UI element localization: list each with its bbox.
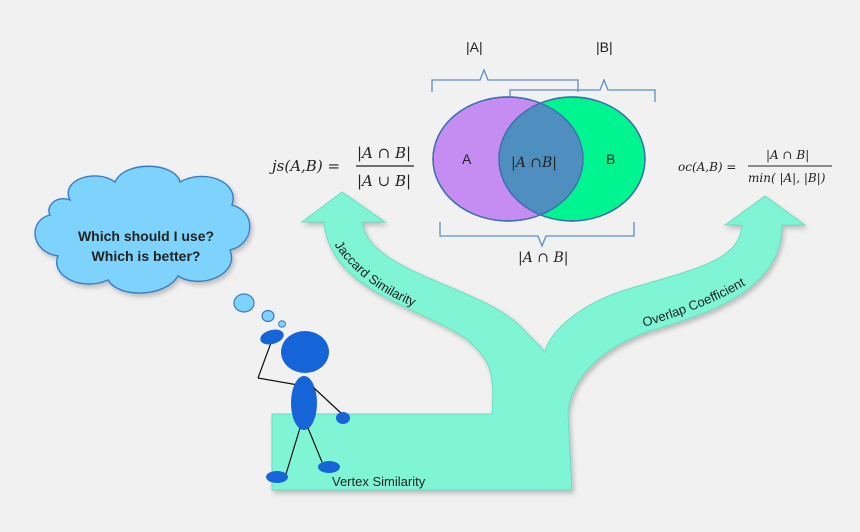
brace-intersection <box>439 222 635 248</box>
overlap-denominator: min( |A|, |B|) <box>748 171 826 185</box>
thinking-figure <box>257 329 350 483</box>
thought-cloud <box>34 165 251 294</box>
thought-bubble-medium <box>261 309 275 323</box>
intersection-label: |A ∩B| <box>511 155 557 171</box>
set-a-label: A <box>462 151 472 167</box>
forked-arrow <box>271 191 807 491</box>
thought-bubble-large <box>233 293 255 313</box>
intersection-size-label: |A ∩ B| <box>518 250 568 266</box>
thought-bubble-small <box>278 320 286 328</box>
overlap-numerator: |A ∩ B| <box>766 148 809 162</box>
vertex-similarity-label: Vertex Similarity <box>332 474 426 489</box>
jaccard-numerator: |A ∩ B| <box>357 144 411 162</box>
brace-set-b <box>509 78 656 102</box>
thought-line-2: Which is better? <box>92 248 201 264</box>
set-a-size-label: |A| <box>466 39 483 55</box>
intersection-region <box>499 97 583 221</box>
set-b-label: B <box>606 151 615 167</box>
overlap-formula-lhs: oc(A,B) = <box>678 160 736 174</box>
thought-line-1: Which should I use? <box>78 228 214 244</box>
jaccard-formula-lhs: js(A,B) = <box>269 157 340 175</box>
brace-set-a <box>431 68 579 92</box>
jaccard-denominator: |A ∪ B| <box>357 172 411 190</box>
set-b-size-label: |B| <box>596 39 613 55</box>
